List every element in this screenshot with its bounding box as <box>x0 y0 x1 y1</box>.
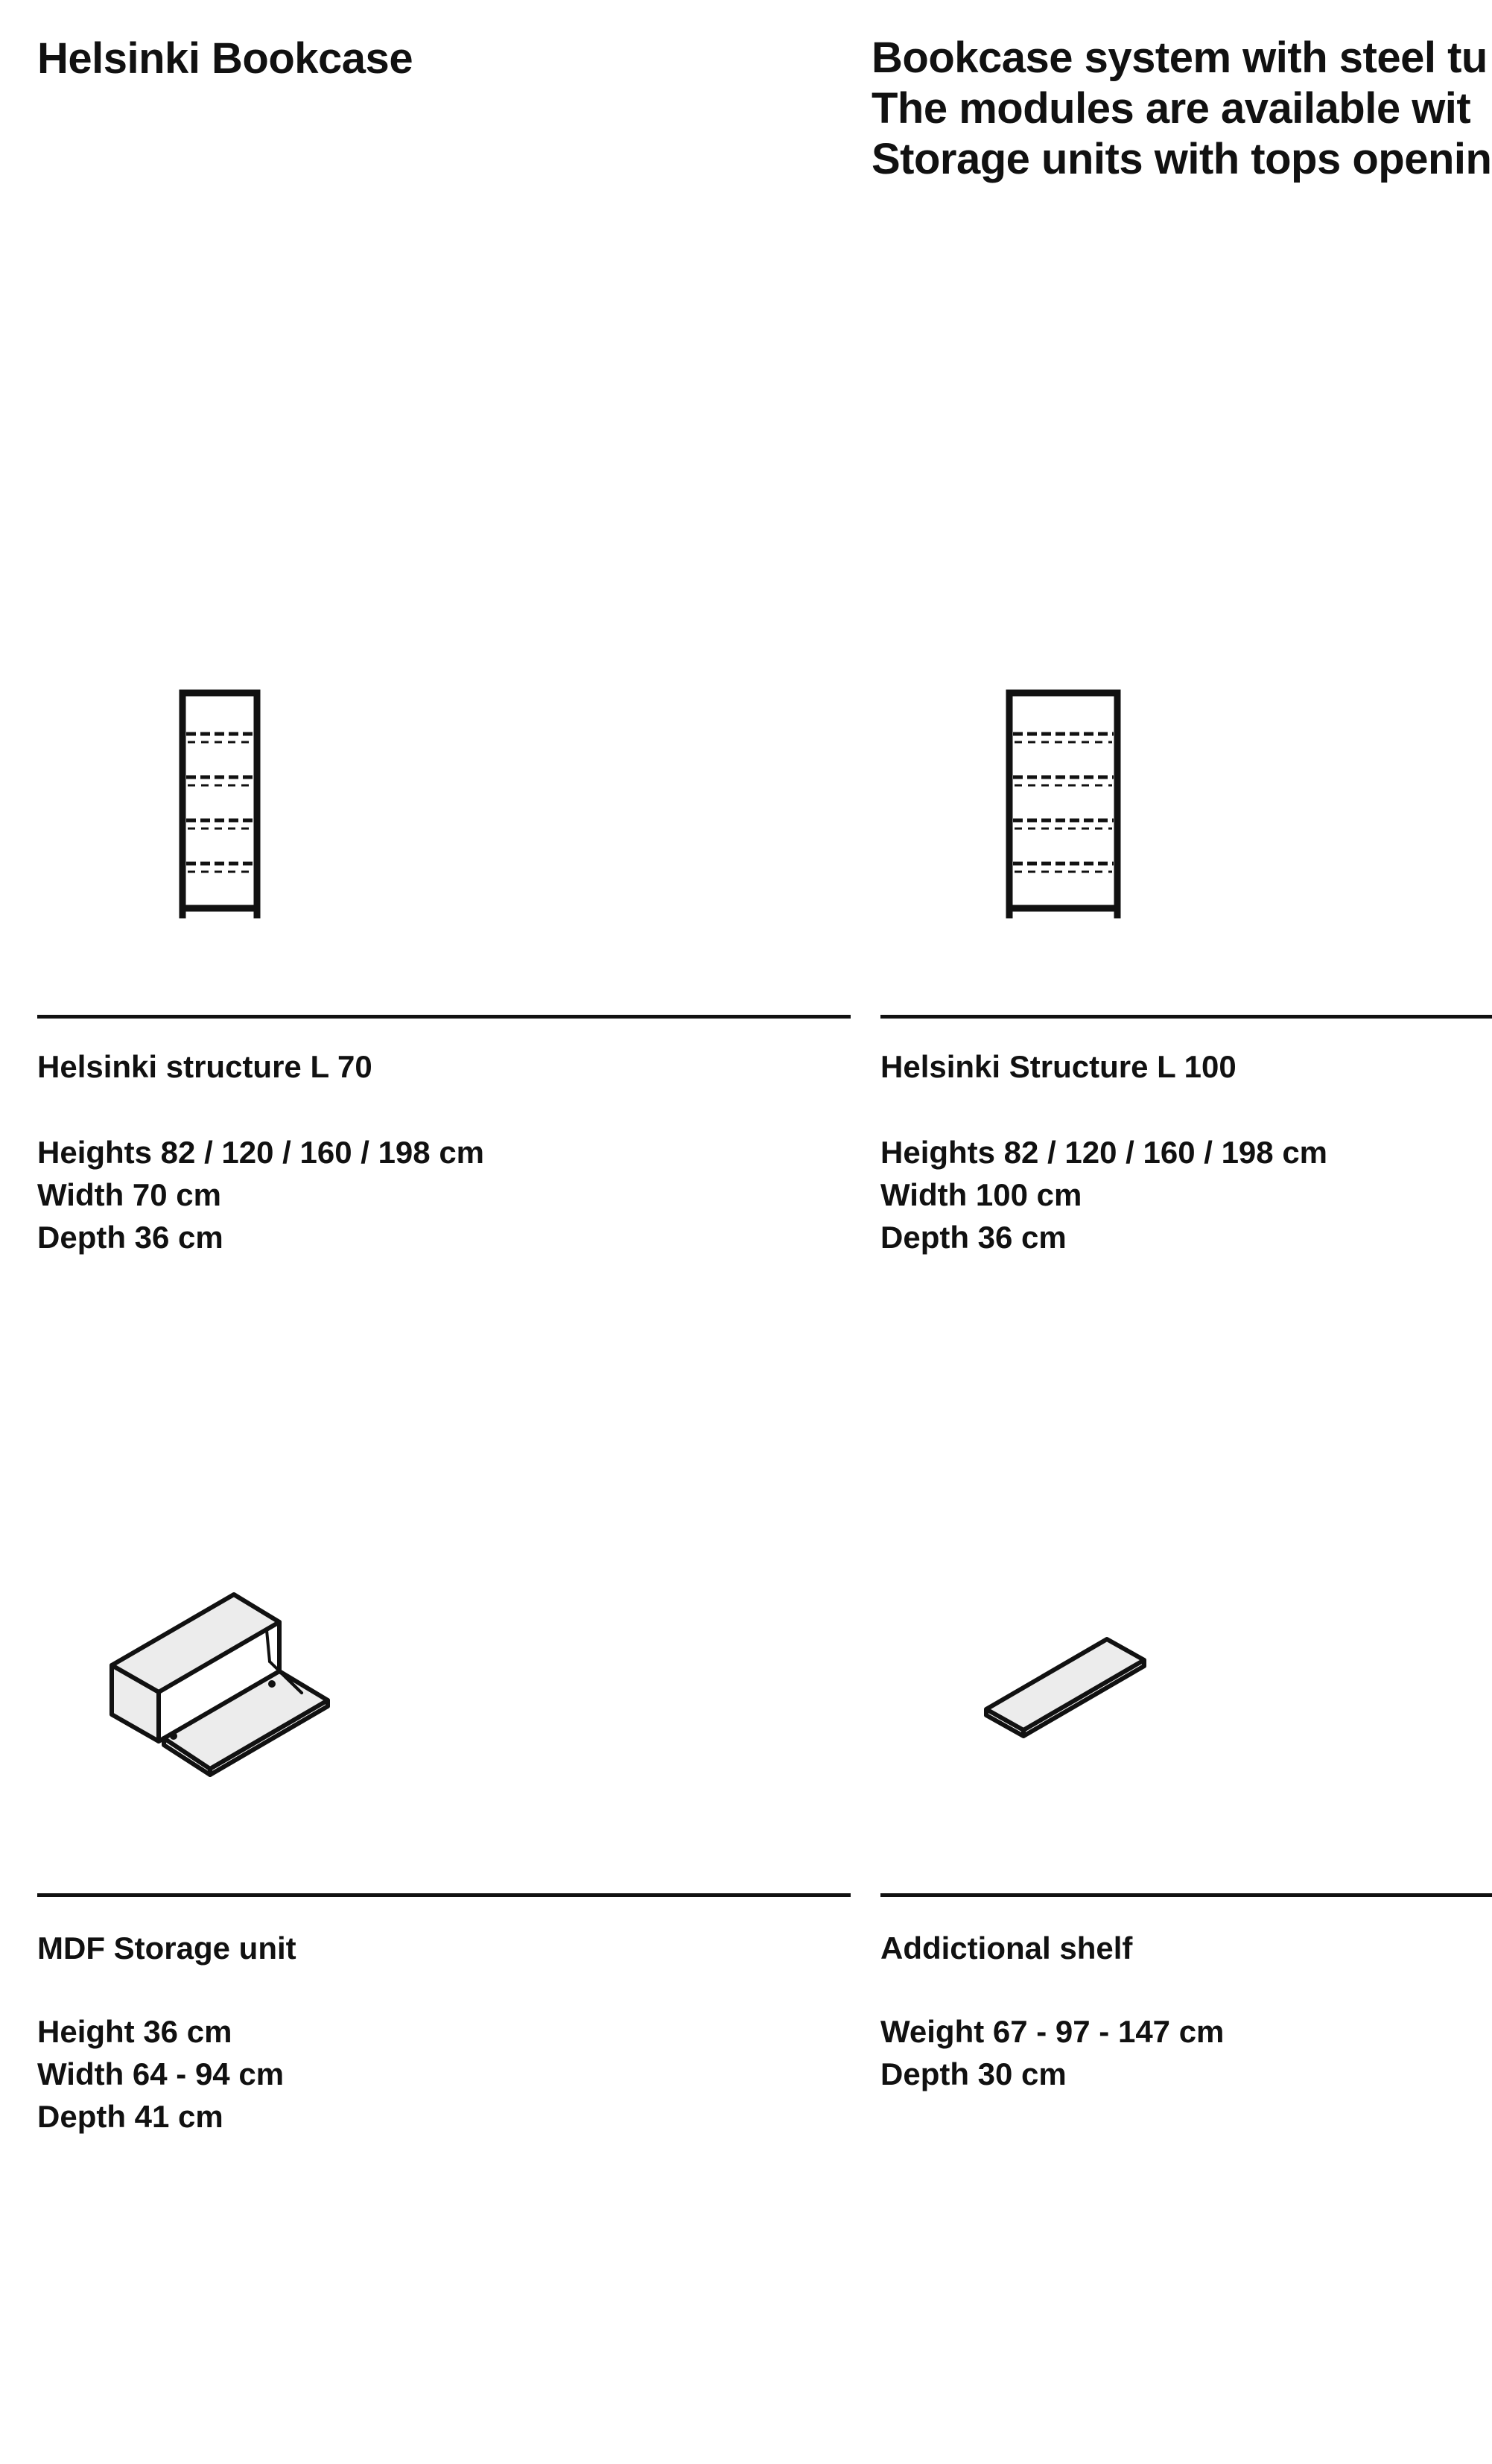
spec-depth: Depth 41 cm <box>37 2099 223 2134</box>
product-name: Addictional shelf <box>880 1931 1133 1966</box>
spec-width: Width 100 cm <box>880 1177 1082 1212</box>
spec-width: Width 70 cm <box>37 1177 221 1212</box>
spec-depth: Depth 30 cm <box>880 2056 1067 2091</box>
divider-line <box>880 1015 1492 1019</box>
divider-line <box>37 1893 851 1897</box>
page-title: Helsinki Bookcase <box>37 34 413 83</box>
spec-depth: Depth 36 cm <box>37 1220 223 1255</box>
intro-text: Bookcase system with steel tu The module… <box>872 33 1492 185</box>
spec-width: Width 64 - 94 cm <box>37 2056 285 2091</box>
product-name: MDF Storage unit <box>37 1931 296 1966</box>
spec-heights: Heights 82 / 120 / 160 / 198 cm <box>880 1135 1328 1170</box>
spec-depth: Depth 36 cm <box>880 1220 1067 1255</box>
spec-height: Height 36 cm <box>37 2014 232 2049</box>
shelf-icon <box>984 1637 1146 1738</box>
intro-line: Bookcase system with steel tu <box>872 34 1488 82</box>
divider-line <box>37 1015 851 1019</box>
bookcase-structure-wide-icon <box>1006 689 1121 919</box>
product-specs: Weight 67 - 97 - 147 cm Depth 30 cm <box>880 2010 1224 2095</box>
intro-line: Storage units with tops openin <box>872 135 1492 183</box>
storage-unit-icon <box>109 1592 330 1777</box>
product-name: Helsinki Structure L 100 <box>880 1049 1237 1084</box>
spec-weight: Weight 67 - 97 - 147 cm <box>880 2014 1225 2049</box>
spec-heights: Heights 82 / 120 / 160 / 198 cm <box>37 1135 485 1170</box>
intro-line: The modules are available wit <box>872 84 1471 133</box>
product-specs: Height 36 cm Width 64 - 94 cm Depth 41 c… <box>37 2010 284 2138</box>
product-specs: Heights 82 / 120 / 160 / 198 cm Width 10… <box>880 1131 1327 1258</box>
bookcase-structure-narrow-icon <box>179 689 261 919</box>
product-name: Helsinki structure L 70 <box>37 1049 372 1084</box>
divider-line <box>880 1893 1492 1897</box>
product-specs: Heights 82 / 120 / 160 / 198 cm Width 70… <box>37 1131 484 1258</box>
